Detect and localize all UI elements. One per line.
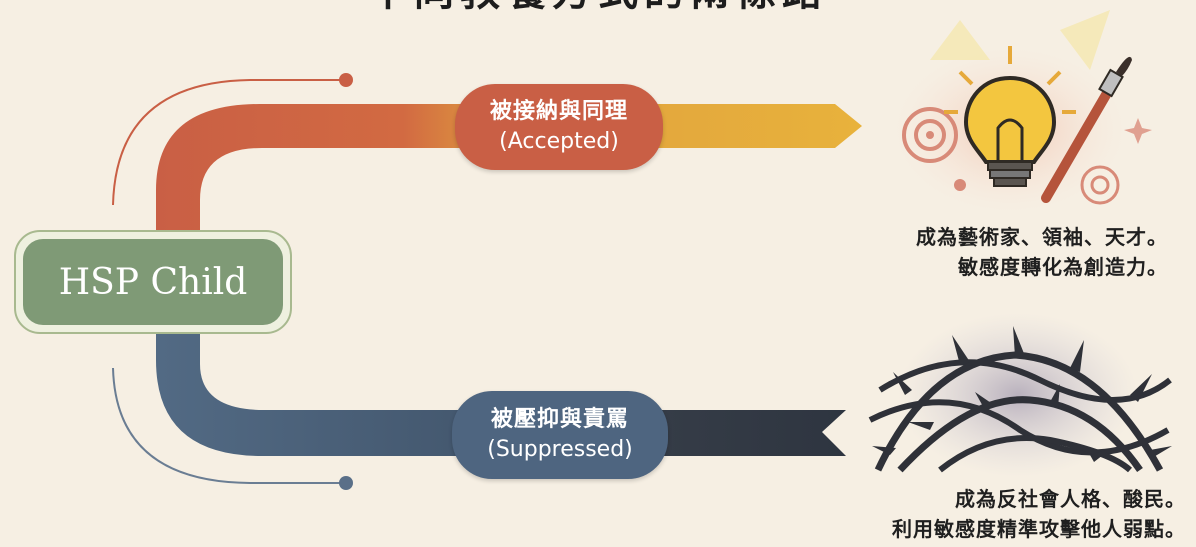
page-title: 不同教養方式的兩條路: [0, 0, 1196, 12]
thorns-icon: [868, 313, 1172, 477]
accepted-track: [156, 104, 862, 232]
accepted-outcome-line2: 敏感度轉化為創造力。: [958, 255, 1168, 279]
hsp-child-node: HSP Child: [14, 230, 292, 334]
accepted-label-en: (Accepted): [499, 129, 619, 154]
suppressed-outcome-line2: 利用敏感度精準攻擊他人弱點。: [892, 517, 1186, 541]
suppressed-line-dot: [339, 476, 353, 490]
accepted-label-zh: 被接納與同理: [489, 99, 628, 124]
accepted-line-dot: [339, 73, 353, 87]
accepted-outcome: 成為藝術家、領袖、天才。 敏感度轉化為創造力。: [916, 222, 1168, 282]
accepted-outcome-line1: 成為藝術家、領袖、天才。: [916, 225, 1168, 249]
suppressed-outcome: 成為反社會人格、酸民。 利用敏感度精準攻擊他人弱點。: [892, 484, 1186, 544]
suppressed-outcome-line1: 成為反社會人格、酸民。: [955, 487, 1186, 511]
suppressed-track: [156, 332, 846, 456]
hsp-child-label: HSP Child: [58, 261, 248, 303]
suppressed-label-pill: 被壓抑與責罵 (Suppressed): [452, 391, 668, 479]
lightbulb-paintbrush-icon: [895, 10, 1152, 212]
suppressed-label-en: (Suppressed): [487, 437, 633, 462]
suppressed-thin-line: [112, 367, 343, 484]
accepted-branch: [112, 73, 862, 232]
suppressed-branch: [112, 332, 846, 490]
suppressed-label-zh: 被壓抑與責罵: [490, 407, 629, 432]
hsp-child-node-fill: HSP Child: [23, 239, 283, 325]
accepted-thin-line: [112, 79, 343, 206]
accepted-label-pill: 被接納與同理 (Accepted): [455, 84, 663, 170]
